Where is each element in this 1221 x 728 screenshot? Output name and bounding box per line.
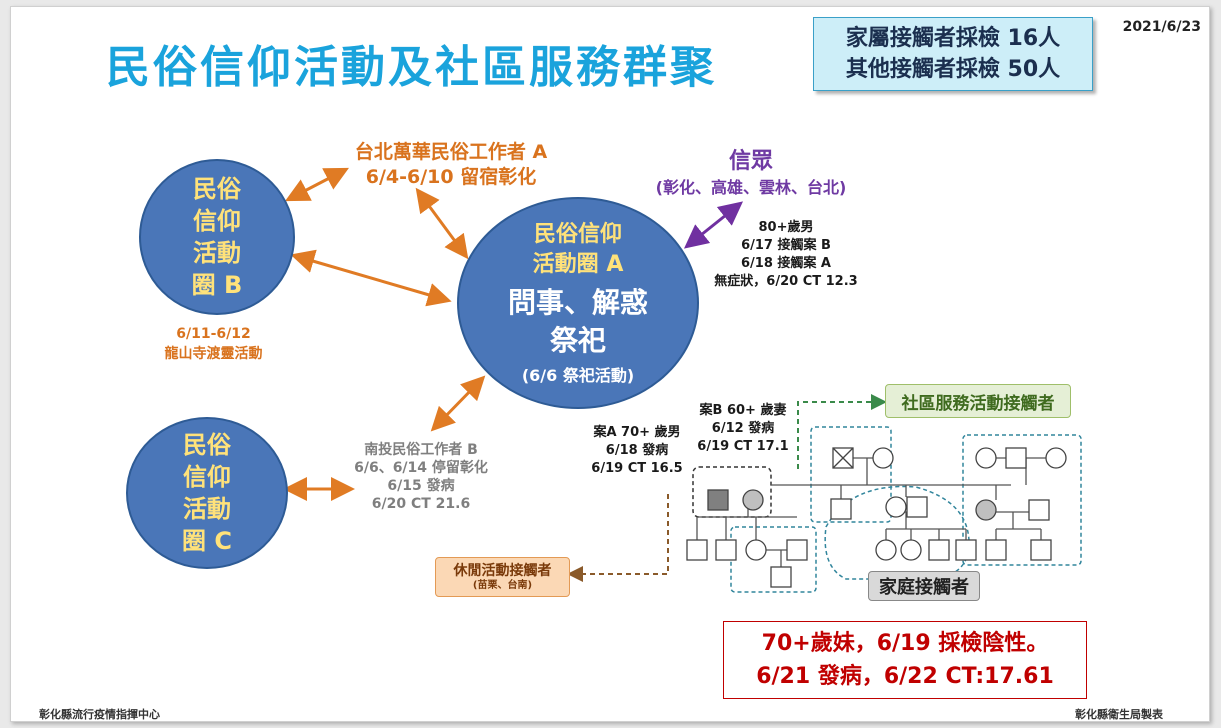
cluster-right [962,434,1082,566]
other-contact-count: 其他接觸者採檢 50人 [845,57,1061,82]
circle-activity-a: 民俗信仰 活動圈 A 問事、解惑 祭祀 (6/6 祭祀活動) [457,197,699,409]
page-title: 民俗信仰活動及社區服務群聚 [106,42,717,93]
arrow-community [797,394,887,469]
footer-left: 彰化縣流行疫情指揮中心 [39,708,160,721]
believers-regions: (彰化、高雄、雲林、台北) [655,178,847,197]
arrow-leisure [567,494,669,582]
arrow-taipei-a [415,187,469,260]
diagram-graphics [283,167,1082,593]
arrow-a-nantou [430,375,486,432]
leisure-contact-tag: 休閒活動接觸者 (苗栗、台南) [435,557,570,597]
cluster-center-top [810,426,892,523]
arrow-b-a [290,249,452,307]
believers-label: 信眾 (彰化、高雄、雲林、台北) [626,147,876,199]
family-contact-tag: 家庭接觸者 [868,571,980,601]
circle-a-date: (6/6 祭祀活動) [521,366,635,385]
slide: 民俗信仰活動及社區服務群聚 2021/6/23 家屬接觸者採檢 16人 其他接觸… [10,6,1210,722]
circle-a-name: 民俗信仰 [533,222,622,247]
arrow-b-taipei [285,167,349,202]
cluster-center [824,485,970,580]
footer-right: 彰化縣衛生局製表 [1075,708,1163,721]
believers-title: 信眾 [728,149,773,174]
circle-activity-c: 民俗信仰 活動圈 C [126,417,288,569]
circle-activity-b: 民俗信仰 活動圈 B [139,159,295,315]
community-contact-tag: 社區服務活動接觸者 [885,384,1071,418]
family-contact-count: 家屬接觸者採檢 16人 [845,26,1061,51]
arrow-a-believers [683,201,744,249]
date-label: 2021/6/23 [1122,19,1201,35]
contact-count-box: 家屬接觸者採檢 16人 其他接觸者採檢 50人 [813,17,1093,91]
circle-a-activity: 問事、解惑 [507,286,648,319]
cluster-left [730,526,817,593]
sister-case-alert: 70+歲妹，6/19 採檢陰性。6/21 發病，6/22 CT:17.61 [723,621,1087,699]
